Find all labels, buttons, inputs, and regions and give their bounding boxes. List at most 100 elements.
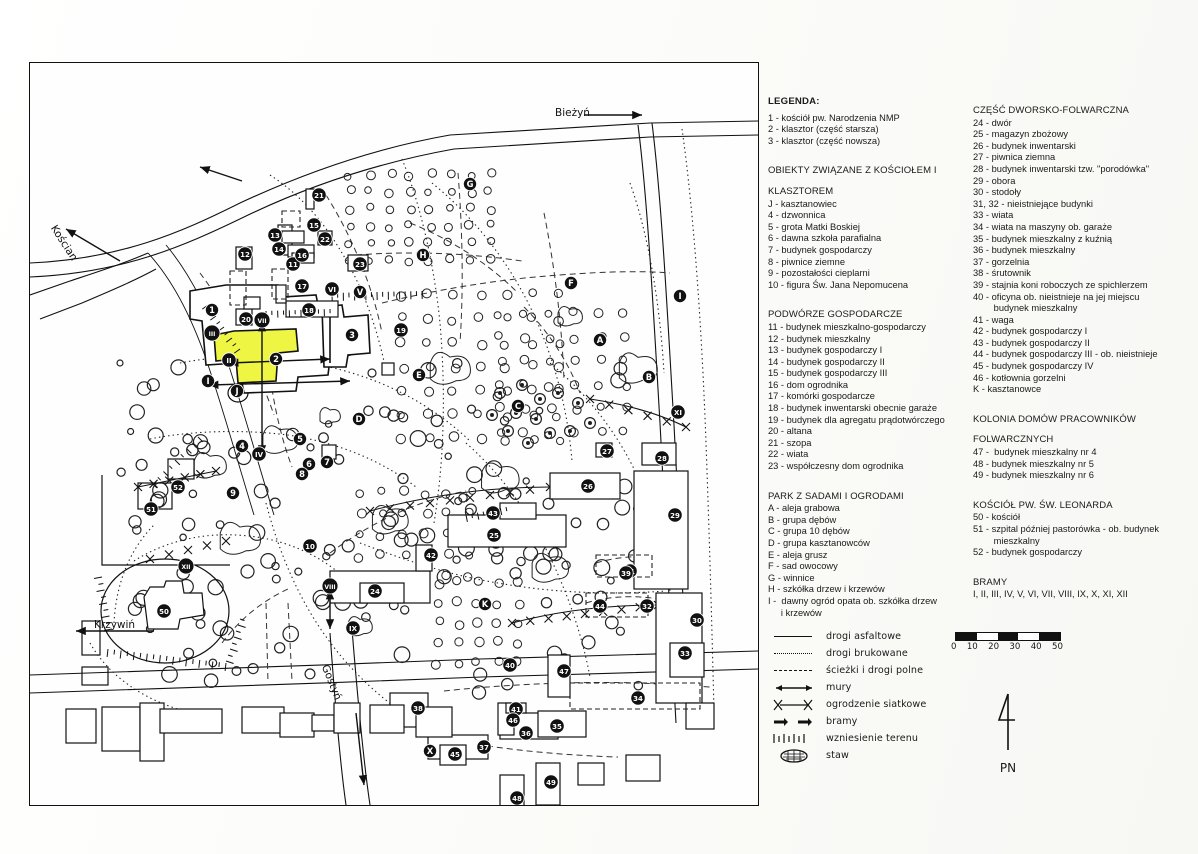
legend-item: G - winnice	[768, 572, 815, 583]
legend-item: 41 - waga	[973, 314, 1014, 325]
legend-item: 45 - budynek gospodarczy IV	[973, 361, 1094, 372]
svg-text:D: D	[356, 414, 363, 424]
legend-item: 23 - współczesny dom ogrodnika	[768, 461, 904, 472]
map-marker-letter-C: C	[510, 398, 525, 413]
svg-text:II: II	[226, 357, 231, 365]
map-marker-number-16: 16	[294, 247, 310, 263]
legend-item: E - aleja grusz	[768, 549, 828, 560]
map-marker-number-48: 48	[509, 790, 525, 805]
map-building	[499, 502, 537, 520]
map-marker-number-51: 51	[143, 501, 159, 517]
map-marker-number-7: 7	[319, 454, 334, 469]
svg-text:I: I	[678, 291, 681, 301]
map-marker-number-6: 6	[301, 456, 316, 471]
svg-text:24: 24	[370, 588, 380, 596]
svg-text:37: 37	[479, 744, 489, 752]
svg-text:F: F	[568, 278, 574, 288]
map-marker-number-43: 43	[485, 505, 501, 521]
legend-item: 34 - wiata na maszyny ob. garaże	[973, 221, 1113, 232]
map-marker-gate-V: V	[352, 284, 367, 299]
legend-item: 1 - kościół pw. Narodzenia NMP	[768, 112, 900, 123]
map-marker-number-47: 47	[556, 663, 572, 679]
map-marker-letter-K: K	[477, 597, 492, 612]
map-building	[243, 296, 261, 310]
legend-section-heading: PARK Z SADAMI I OGRODAMI	[768, 490, 904, 502]
map-marker-number-11: 11	[285, 256, 301, 272]
svg-text:34: 34	[633, 695, 643, 703]
legend-item: F - sad owocowy	[768, 561, 838, 572]
map-marker-gate-IV: IV	[251, 446, 267, 462]
legend-item: 3 - klasztor (część nowsza)	[768, 135, 881, 146]
map-marker-gate-I: I	[200, 373, 215, 388]
legend-item: K - kasztanowce	[973, 384, 1042, 395]
svg-text:33: 33	[680, 650, 690, 658]
map-marker-number-49: 49	[543, 774, 559, 790]
svg-text:42: 42	[426, 552, 436, 560]
legend-item: 7 - budynek gospodarczy	[768, 244, 872, 255]
legend-item: 50 - kościół	[973, 512, 1021, 523]
svg-text:5: 5	[297, 434, 303, 444]
map-marker-number-8: 8	[294, 466, 309, 481]
map-marker-number-19: 19	[393, 322, 409, 338]
map-marker-number-17: 17	[294, 278, 310, 294]
symbol-key-row: staw	[770, 747, 960, 764]
legend-item: 19 - budynek dla agregatu prądotwórczego	[768, 414, 945, 425]
symbol-key-label: drogi asfaltowe	[826, 631, 902, 642]
road-label-biezyn: Bieżyń	[555, 107, 590, 119]
legend-item: 49 - budynek mieszkalny nr 6	[973, 470, 1094, 481]
svg-text:30: 30	[692, 617, 702, 625]
svg-text:20: 20	[241, 316, 251, 324]
svg-text:IV: IV	[255, 451, 264, 459]
legend-item: 51 - szpital później pastorówka - ob. bu…	[973, 524, 1160, 546]
map-building	[633, 470, 689, 590]
svg-text:6: 6	[306, 459, 312, 469]
map-marker-number-35: 35	[549, 718, 565, 734]
legend-item: 11 - budynek mieszkalno-gospodarczy	[768, 321, 926, 332]
map-marker-number-2: 2	[268, 351, 283, 366]
legend-item: 18 - budynek inwentarski obecnie garaże	[768, 403, 937, 414]
svg-text:V: V	[357, 287, 364, 297]
legend-item: 25 - magazyn zbożowy	[973, 129, 1069, 140]
map-marker-number-40: 40	[502, 657, 518, 673]
svg-text:14: 14	[274, 246, 284, 254]
compass-rose: PN	[978, 690, 1038, 775]
legend-item: 17 - komórki gospodarcze	[768, 391, 875, 402]
legend-item: 31, 32 - nieistniejące budynki	[973, 198, 1093, 209]
svg-text:25: 25	[489, 532, 499, 540]
svg-text:23: 23	[355, 261, 365, 269]
svg-text:16: 16	[297, 252, 307, 260]
map-marker-gate-VIII: VIII	[321, 577, 339, 595]
symbol-key-row: ogrodzenie siatkowe	[770, 696, 960, 713]
map-marker-number-20: 20	[238, 311, 254, 327]
map-marker-number-44: 44	[592, 598, 608, 614]
svg-text:VI: VI	[328, 286, 336, 294]
svg-text:17: 17	[297, 283, 307, 291]
map-marker-number-23: 23	[352, 256, 368, 272]
map-marker-number-32: 32	[639, 598, 655, 614]
legend-item: 48 - budynek mieszkalny nr 5	[973, 458, 1094, 469]
legend-spacer	[973, 559, 1178, 568]
svg-text:J: J	[234, 386, 238, 396]
map-marker-letter-D: D	[351, 411, 366, 426]
map-marker-number-3: 3	[344, 327, 359, 342]
legend-item: 9 - pozostałości cieplarni	[768, 268, 870, 279]
legend-item: 44 - budynek gospodarczy III - ob. nieis…	[973, 349, 1158, 360]
svg-text:38: 38	[413, 705, 423, 713]
svg-text:7: 7	[324, 457, 330, 467]
map-marker-number-52: 52	[170, 479, 186, 495]
map-building	[369, 704, 405, 734]
map-marker-gate-XI: XI	[670, 404, 686, 420]
legend-spacer	[973, 396, 1178, 405]
legend-item: 2 - klasztor (część starsza)	[768, 124, 879, 135]
map-marker-letter-F: F	[564, 275, 579, 290]
map-building	[281, 230, 305, 244]
legend-item: I, II, III, IV, V, VI, VII, VIII, IX, X,…	[973, 589, 1128, 600]
legend-section-heading: FOLWARCZNYCH	[973, 434, 1054, 446]
map-marker-number-12: 12	[237, 246, 253, 262]
legend-item: 8 - piwnice ziemne	[768, 256, 845, 267]
legend-item: 20 - altana	[768, 426, 812, 437]
svg-text:35: 35	[552, 723, 562, 731]
